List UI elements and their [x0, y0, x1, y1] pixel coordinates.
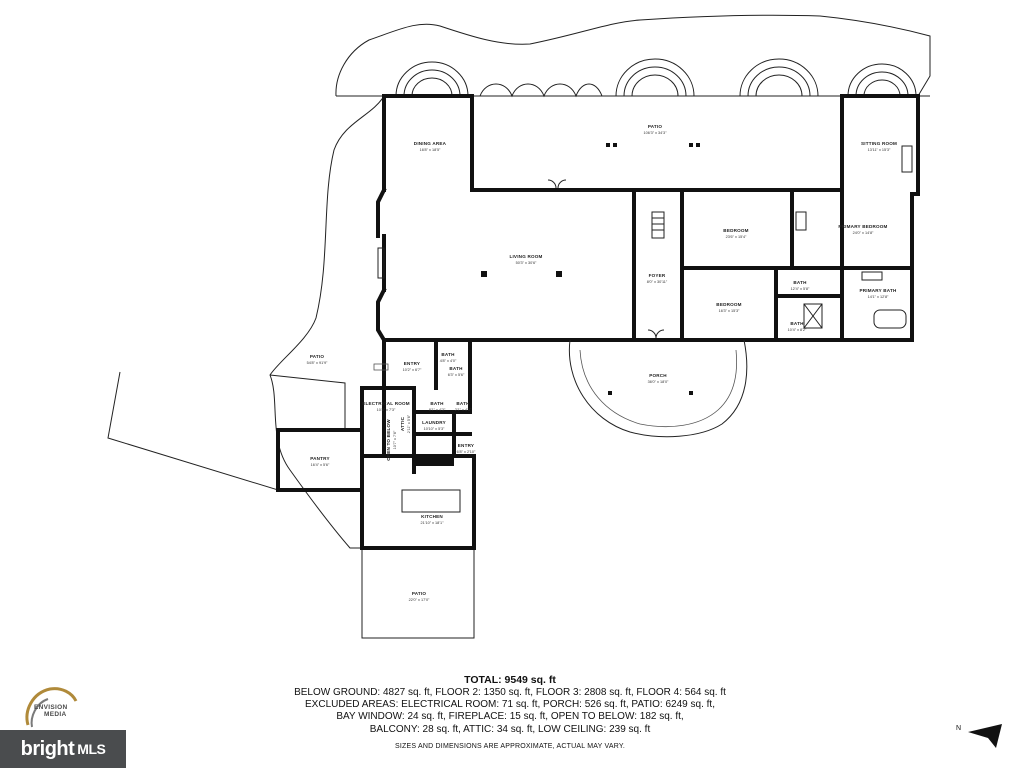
- room-name-pantry: PANTRY: [310, 456, 330, 461]
- room-dims-bedroom-1: 23'6" x 15'4": [726, 235, 747, 239]
- room-labels: DINING AREA 16'8" x 18'5" PATIO 106'3" x…: [307, 124, 897, 602]
- room-name-porch: PORCH: [649, 373, 667, 378]
- north-label: N: [956, 725, 961, 732]
- room-dims-patio-left: 54'8" x 91'9": [307, 361, 328, 365]
- room-dims-attic: 2'11" x 5'6": [407, 414, 411, 433]
- room-dims-entry-2: 6'8" x 2'10": [457, 450, 476, 454]
- room-name-bath-f: BATH: [456, 401, 470, 406]
- room-dims-bath-c: 4'8" x 4'0": [440, 359, 457, 363]
- fixtures: [377, 145, 913, 339]
- room-dims-laundry: 10'10" x 5'3": [424, 427, 445, 431]
- service-wing-walls: [276, 338, 476, 550]
- room-name-entry-1: ENTRY: [404, 361, 420, 366]
- room-name-open-to-below: OPEN TO BELOW: [386, 419, 391, 461]
- porch-inner-outline: [579, 349, 738, 428]
- area-summary: TOTAL: 9549 sq. ft BELOW GROUND: 4827 sq…: [250, 674, 770, 753]
- room-dims-entry-1: 10'2" x 6'7": [403, 368, 422, 372]
- north-arrow-icon: N: [956, 724, 1002, 748]
- entry-bench: [373, 363, 389, 371]
- room-name-attic: ATTIC: [400, 416, 405, 431]
- room-dims-patio-top: 106'3" x 34'3": [644, 131, 668, 135]
- bright-mls-logo-icon: bright MLS: [0, 730, 126, 768]
- room-dims-kitchen: 21'10" x 18'1": [421, 521, 445, 525]
- room-name-living-room: LIVING ROOM: [509, 254, 542, 259]
- room-dims-porch: 36'0" x 18'0": [648, 380, 669, 384]
- envision-media-logo-icon: [25, 687, 78, 728]
- room-name-bath-c: BATH: [441, 352, 455, 357]
- room-name-patio-left: PATIO: [310, 354, 325, 359]
- room-name-kitchen: KITCHEN: [421, 514, 443, 519]
- excluded-areas-2: BAY WINDOW: 24 sq. ft, FIREPLACE: 15 sq.…: [336, 711, 684, 723]
- room-name-patio-top: PATIO: [648, 124, 663, 129]
- room-dims-bath-f: 2'1" x 4'3": [455, 408, 472, 412]
- envision-media-wordmark: ENVISION MEDIA: [34, 704, 67, 718]
- room-dims-open-to-below: 10'7" x 7'6": [393, 430, 397, 449]
- room-dims-primary-bath: 14'1" x 12'8": [868, 295, 889, 299]
- bright-word: bright: [20, 737, 75, 760]
- floor-areas: BELOW GROUND: 4827 sq. ft, FLOOR 2: 1350…: [294, 687, 726, 698]
- room-name-bedroom-2: BEDROOM: [716, 302, 741, 307]
- stair-block: [414, 456, 454, 466]
- room-name-primary-bedroom: PRIMARY BEDROOM: [838, 224, 887, 229]
- room-dims-bath-d: 6'3" x 5'6": [448, 373, 465, 377]
- room-dims-living-room: 50'3" x 30'6": [516, 261, 537, 265]
- media-word: MEDIA: [44, 711, 67, 718]
- room-dims-bath-a: 12'4" x 5'8": [791, 287, 810, 291]
- room-name-bedroom-1: BEDROOM: [723, 228, 748, 233]
- room-dims-electrical-room: 10'8" x 7'3": [377, 408, 396, 412]
- mls-word: MLS: [77, 741, 106, 757]
- room-name-primary-bath: PRIMARY BATH: [859, 288, 897, 293]
- room-dims-sitting-room: 13'11" x 15'3": [868, 148, 891, 152]
- room-name-entry-2: ENTRY: [458, 443, 474, 448]
- room-name-foyer: FOYER: [649, 273, 666, 278]
- room-name-bath-e: BATH: [430, 401, 444, 406]
- room-name-electrical-room: ELECTRICAL ROOM: [362, 401, 410, 406]
- porch-outline: [568, 339, 748, 438]
- excluded-areas-1: EXCLUDED AREAS: ELECTRICAL ROOM: 71 sq. …: [305, 699, 715, 711]
- room-dims-bath-b: 10'4" x 8'2": [788, 328, 807, 332]
- room-name-bath-d: BATH: [449, 366, 463, 371]
- room-dims-primary-bedroom: 24'0" x 14'8": [853, 231, 874, 235]
- room-dims-patio-bottom: 22'0" x 17'0": [409, 598, 430, 602]
- room-dims-pantry: 16'4" x 5'6": [311, 463, 330, 467]
- room-name-laundry: LAUNDRY: [422, 420, 446, 425]
- room-name-bath-a: BATH: [793, 280, 807, 285]
- patio-boundary-outline: [269, 14, 931, 549]
- living-room-columns: [481, 143, 700, 395]
- room-dims-bath-e: 8'1" x 4'3": [429, 408, 446, 412]
- envision-word: ENVISION: [34, 704, 68, 711]
- exterior-walls: [376, 94, 920, 454]
- total-area: TOTAL: 9549 sq. ft: [464, 674, 556, 686]
- room-dims-bedroom-2: 16'3" x 15'3": [719, 309, 740, 313]
- room-name-dining-area: DINING AREA: [414, 141, 447, 146]
- room-name-bath-b: BATH: [790, 321, 804, 326]
- room-dims-foyer: 8'0" x 30'11": [647, 280, 668, 284]
- excluded-areas-3: BALCONY: 28 sq. ft, ATTIC: 34 sq. ft, LO…: [369, 723, 651, 735]
- room-name-sitting-room: SITTING ROOM: [861, 141, 897, 146]
- room-dims-dining-area: 16'8" x 18'5": [420, 148, 441, 152]
- kitchen-island: [401, 489, 461, 513]
- bay-windows-top: [395, 58, 917, 98]
- patio-bottom-outline: [361, 548, 475, 639]
- disclaimer: SIZES AND DIMENSIONS ARE APPROXIMATE, AC…: [395, 742, 625, 750]
- room-name-patio-bottom: PATIO: [412, 591, 427, 596]
